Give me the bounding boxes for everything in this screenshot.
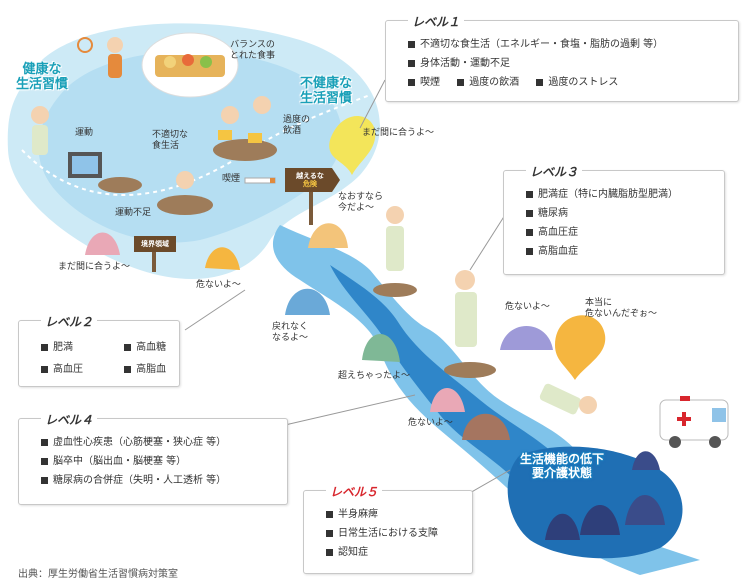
- level5-item: 認知症: [326, 543, 438, 562]
- blob-blue-1: [285, 288, 330, 315]
- level3-item: 高脂血症: [526, 242, 678, 261]
- balanced-meal-label: バランスのとれた食事: [230, 40, 276, 61]
- callout-line-level3: [469, 214, 506, 271]
- tv-watcher: [68, 152, 142, 193]
- speech-danger-3: 危ないよ〜: [408, 418, 453, 428]
- unhealthy-lifestyle-label: 不健康な生活習慣: [300, 76, 353, 106]
- blob-pink-1: [85, 232, 120, 255]
- level3-title: レベル３: [526, 163, 583, 180]
- blob-brown-1: [462, 413, 510, 440]
- level1-box: レベル１ 不適切な食生活（エネルギー・食塩・脂肪の過剰 等） 身体活動・運動不足…: [385, 13, 739, 102]
- ambulance-icon: [659, 396, 729, 448]
- level1-title: レベル１: [408, 13, 465, 30]
- level5-item: 日常生活における支障: [326, 524, 438, 543]
- level3-box: レベル３ 肥満症（特に内臓脂肪型肥満） 糖尿病 高血圧症 高脂血症: [503, 163, 725, 275]
- callout-line-level1: [359, 79, 386, 129]
- level4-item: 脳卒中（脳出血・脳梗塞 等）: [41, 452, 226, 471]
- decline-care-label: 生活機能の低下要介護状態: [520, 452, 605, 480]
- speech-danger-1: 危ないよ〜: [196, 280, 241, 290]
- source-credit: 出典：厚生労働省生活習慣病対策室: [18, 569, 178, 580]
- level3-item: 高血圧症: [526, 223, 678, 242]
- person-tennis: [77, 37, 123, 78]
- level1-item: 過度のストレス: [536, 73, 618, 92]
- level4-box: レベル４ 虚血性心疾患（心筋梗塞・狭心症 等） 脳卒中（脳出血・脳梗塞 等） 糖…: [18, 411, 288, 505]
- level3-item: 肥満症（特に内臓脂肪型肥満）: [526, 185, 678, 204]
- speech-danger-2: 危ないよ〜: [505, 302, 550, 312]
- speech-fix-now: なおすなら今だよ〜: [338, 192, 384, 213]
- level1-item: 喫煙: [408, 73, 440, 92]
- level4-item: 糖尿病の合併症（失明・人工透析 等）: [41, 471, 226, 490]
- speech-really-dangerous: 本当に危ないんだぞぉ〜: [585, 298, 658, 319]
- level4-item: 虚血性心疾患（心筋梗塞・狭心症 等）: [41, 433, 226, 452]
- healthy-lifestyle-label: 健康な生活習慣: [16, 62, 69, 92]
- level2-box: レベル２ 肥満 高血糖 高血圧 高脂血: [18, 313, 180, 387]
- level3-item: 糖尿病: [526, 204, 678, 223]
- level2-item: 高血糖: [124, 338, 166, 357]
- blob-green-1: [362, 333, 400, 362]
- callout-line-level4: [284, 394, 416, 426]
- level2-item: 高脂血: [124, 360, 166, 379]
- drinkers: [213, 96, 277, 161]
- speech-still-in-time-upper: まだ間に合うよ〜: [362, 128, 435, 138]
- blob-orange-3: [555, 315, 606, 380]
- blob-yellow-1: [329, 116, 376, 175]
- person-falling: [539, 383, 597, 415]
- level2-title: レベル２: [41, 313, 98, 330]
- boundary-sign-label: 境界領域: [141, 240, 169, 248]
- blob-orange-1: [205, 247, 240, 270]
- blob-pink-2: [430, 388, 465, 412]
- beyond-sign-label: 越えるな危険: [296, 172, 324, 188]
- level1-item: 過度の飲酒: [457, 73, 519, 92]
- level5-item: 半身麻痺: [326, 505, 438, 524]
- level4-title: レベル４: [41, 411, 98, 428]
- boundary-sign-post: [134, 236, 176, 272]
- speech-crossed-over: 超えちゃったよ〜: [338, 371, 411, 381]
- level1-item: 身体活動・運動不足: [408, 54, 663, 73]
- danger-sign-post: [285, 168, 340, 225]
- level2-item: 肥満: [41, 338, 105, 357]
- lack-of-exercise-label: 運動不足: [115, 208, 152, 218]
- level2-item: 高血圧: [41, 360, 105, 379]
- eater: [157, 171, 213, 215]
- person-level3-a: [373, 206, 417, 297]
- blob-orange-2: [308, 223, 348, 248]
- level5-box: レベル５ 半身麻痺 日常生活における支障 認知症: [303, 483, 473, 574]
- poor-diet-label: 不適切な食生活: [152, 130, 189, 151]
- callout-line-level2: [184, 289, 246, 331]
- person-exercise: [31, 106, 49, 155]
- level1-row: 喫煙 過度の飲酒 過度のストレス: [408, 73, 663, 92]
- speech-still-in-time-lower: まだ間に合うよ〜: [58, 262, 131, 272]
- speech-no-return: 戻れなくなるよ〜: [272, 322, 309, 343]
- heavy-drinking-label: 過度の飲酒: [283, 115, 311, 136]
- smoking-label: 喫煙: [222, 174, 241, 184]
- level5-title: レベル５: [326, 483, 383, 500]
- person-level3-b: [444, 270, 496, 378]
- exercise-label: 運動: [75, 128, 94, 138]
- level1-item: 不適切な食生活（エネルギー・食塩・脂肪の過剰 等）: [408, 35, 663, 54]
- blob-purple-1: [500, 326, 553, 350]
